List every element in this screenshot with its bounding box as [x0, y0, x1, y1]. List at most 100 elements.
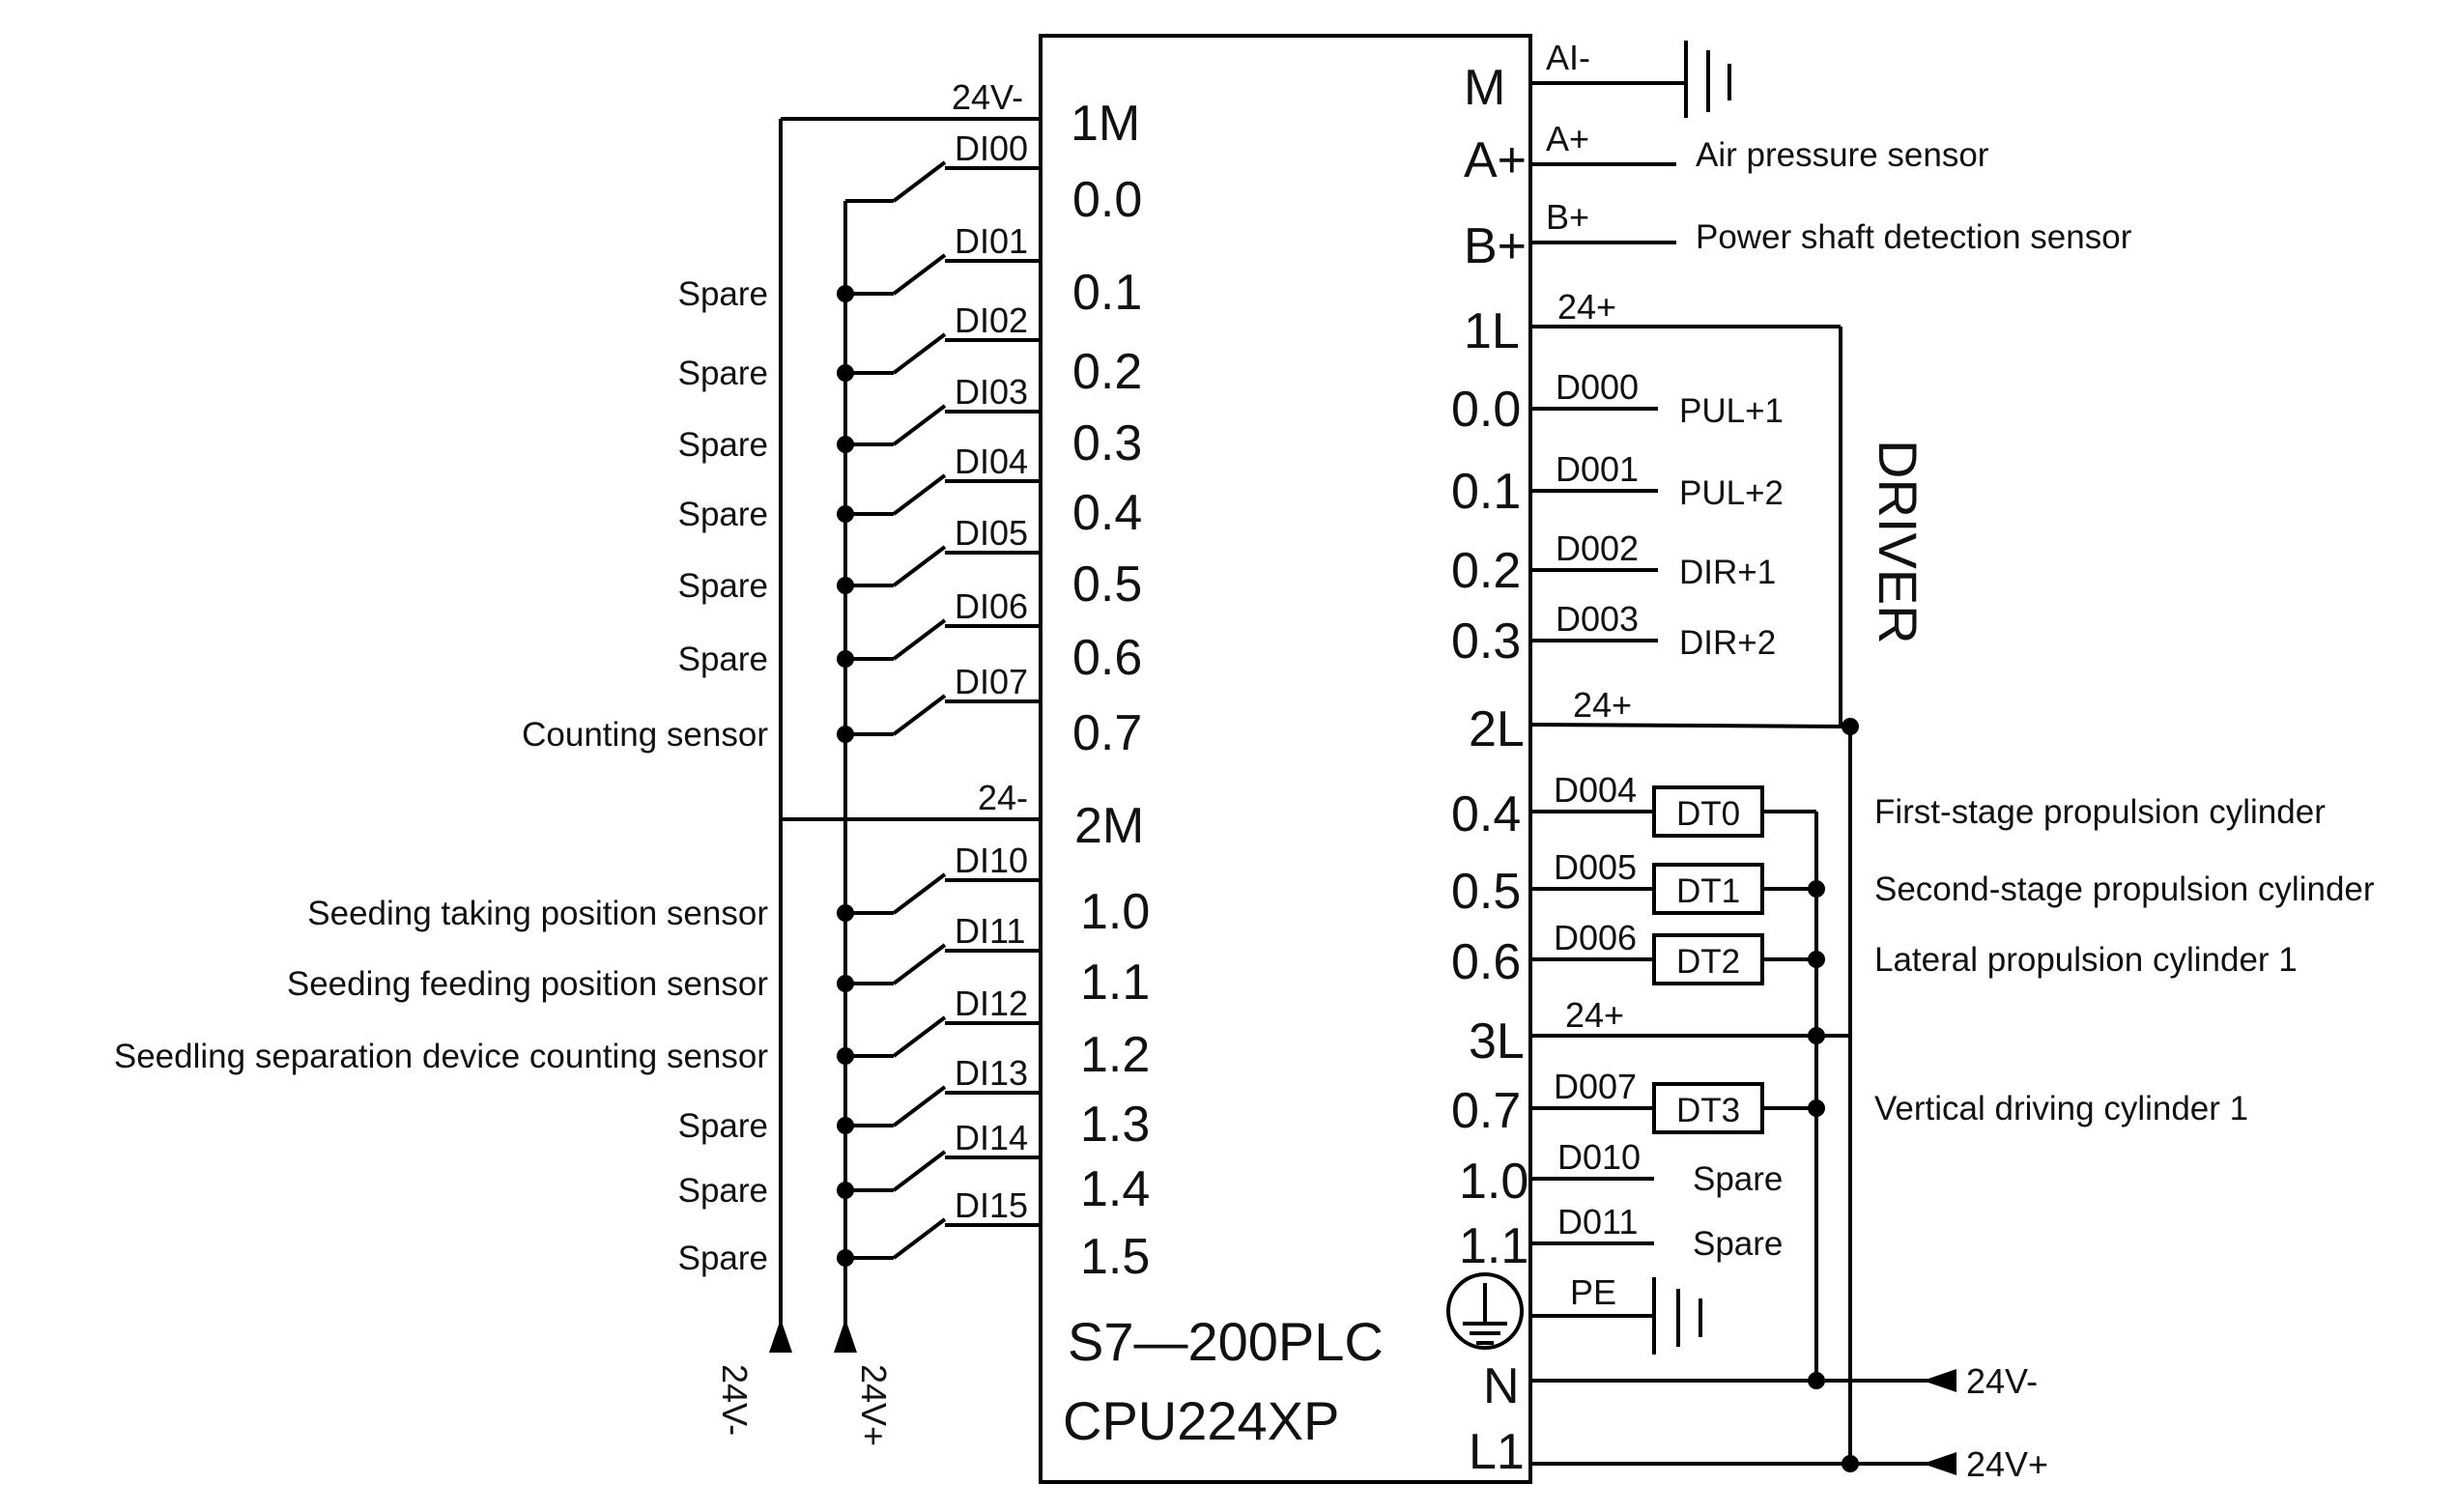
- pin-1m: 1M: [1071, 96, 1140, 152]
- switch-contact-icon: [892, 694, 947, 736]
- input-label: Spare: [678, 355, 768, 392]
- junction-dot: [837, 436, 854, 453]
- input-pin: 0.4: [1072, 485, 1142, 541]
- switch-contact-icon: [892, 618, 947, 661]
- pin-a-plus: A+: [1464, 132, 1527, 188]
- relay-label: Vertical driving cylinder 1: [1874, 1090, 2248, 1127]
- output-pin: 0.3: [1451, 613, 1521, 670]
- pin-1l: 1L: [1464, 303, 1520, 359]
- tag-2l: 24+: [1573, 685, 1632, 725]
- input-row: DI13 1.3 Spare: [678, 1053, 1151, 1153]
- input-label: Spare: [678, 1240, 768, 1277]
- pe-earth-icon: [1652, 1277, 1702, 1355]
- junction-dot: [837, 364, 854, 382]
- input-pin: 1.2: [1080, 1027, 1150, 1083]
- tag-2m: 24-: [978, 778, 1028, 817]
- input-pin: 0.3: [1072, 415, 1142, 471]
- input-label: Spare: [678, 426, 768, 464]
- input-pin: 1.5: [1080, 1229, 1150, 1285]
- output-pin: 0.4: [1451, 786, 1521, 842]
- switch-contact-icon: [892, 1150, 947, 1192]
- input-pin: 0.0: [1072, 172, 1142, 228]
- input-row: DI15 1.5 Spare: [678, 1185, 1151, 1285]
- tag-1m: 24V-: [952, 77, 1023, 117]
- switch-contact-icon: [892, 1085, 947, 1127]
- junction-dot: [837, 1182, 854, 1199]
- output-pin: 0.7: [1451, 1083, 1521, 1139]
- supply-24v-plus-label: 24V+: [854, 1364, 894, 1446]
- switch-contact-icon: [892, 253, 947, 296]
- pin-b-plus: B+: [1464, 218, 1527, 274]
- input-label: Seeding feeding position sensor: [287, 965, 768, 1003]
- output-pin: 0.0: [1451, 382, 1521, 438]
- input-pin: 1.1: [1080, 955, 1150, 1011]
- input-label: Spare: [678, 1172, 768, 1210]
- output-pin: 0.1: [1451, 464, 1521, 520]
- supply-l1-label: 24V+: [1966, 1444, 2048, 1484]
- junction-dot: [1842, 1455, 1859, 1472]
- input-pin: 0.1: [1072, 265, 1142, 321]
- driver-signal: PUL+2: [1679, 474, 1784, 512]
- spare-label: Spare: [1693, 1225, 1783, 1263]
- output-tag: D002: [1556, 528, 1639, 568]
- relay-label: Lateral propulsion cylinder 1: [1874, 941, 2298, 979]
- junction-dot: [837, 650, 854, 668]
- junction-dot: [837, 285, 854, 302]
- relay-label: First-stage propulsion cylinder: [1874, 793, 2326, 831]
- arrow-l1-supply: [1923, 1452, 1956, 1475]
- input-tag: DI13: [955, 1053, 1028, 1093]
- input-tag: DI11: [955, 911, 1025, 951]
- output-pin: 0.5: [1451, 864, 1521, 920]
- input-tag: DI15: [955, 1185, 1028, 1225]
- driver-signal: DIR+2: [1679, 624, 1776, 662]
- driver-signal: DIR+1: [1679, 554, 1776, 591]
- input-tag: DI02: [955, 300, 1028, 340]
- tag-b-plus: B+: [1546, 197, 1589, 237]
- arrow-24v-minus: [769, 1319, 792, 1353]
- input-pin: 0.7: [1072, 705, 1142, 761]
- input-pin: 0.5: [1072, 556, 1142, 613]
- input-label: Spare: [678, 1107, 768, 1145]
- junction-dot: [837, 577, 854, 594]
- junction-dot: [837, 975, 854, 992]
- junction-dot: [837, 1117, 854, 1134]
- output-pin: 0.2: [1451, 543, 1521, 599]
- input-label: Spare: [678, 641, 768, 678]
- arrow-24v-plus: [834, 1319, 857, 1353]
- switch-contact-icon: [892, 545, 947, 587]
- tag-3l: 24+: [1565, 995, 1624, 1035]
- switch-contact-icon: [892, 473, 947, 516]
- relay-id: DT3: [1676, 1092, 1740, 1129]
- label-power-shaft-sensor: Power shaft detection sensor: [1696, 218, 2132, 256]
- supply-n-label: 24V-: [1966, 1361, 2038, 1401]
- relay-label: Second-stage propulsion cylinder: [1874, 870, 2375, 908]
- supply-24v-minus-label: 24V-: [715, 1364, 755, 1436]
- tag-pe: PE: [1570, 1272, 1616, 1312]
- input-pin: 1.3: [1080, 1097, 1150, 1153]
- driver-label: DRIVER: [1868, 440, 1928, 644]
- input-label: Seedling separation device counting sens…: [114, 1038, 768, 1075]
- pin-n: N: [1483, 1358, 1520, 1414]
- tag-1l: 24+: [1557, 287, 1616, 327]
- plc-body: [1039, 34, 1532, 1484]
- junction-dot: [1842, 718, 1859, 735]
- input-label: Spare: [678, 567, 768, 605]
- input-tag: DI01: [955, 221, 1028, 261]
- relay-id: DT2: [1676, 943, 1740, 981]
- spare-label: Spare: [1693, 1160, 1783, 1198]
- input-pin: 0.6: [1072, 630, 1142, 686]
- relay-id: DT1: [1676, 872, 1740, 910]
- output-tag: D001: [1556, 449, 1639, 489]
